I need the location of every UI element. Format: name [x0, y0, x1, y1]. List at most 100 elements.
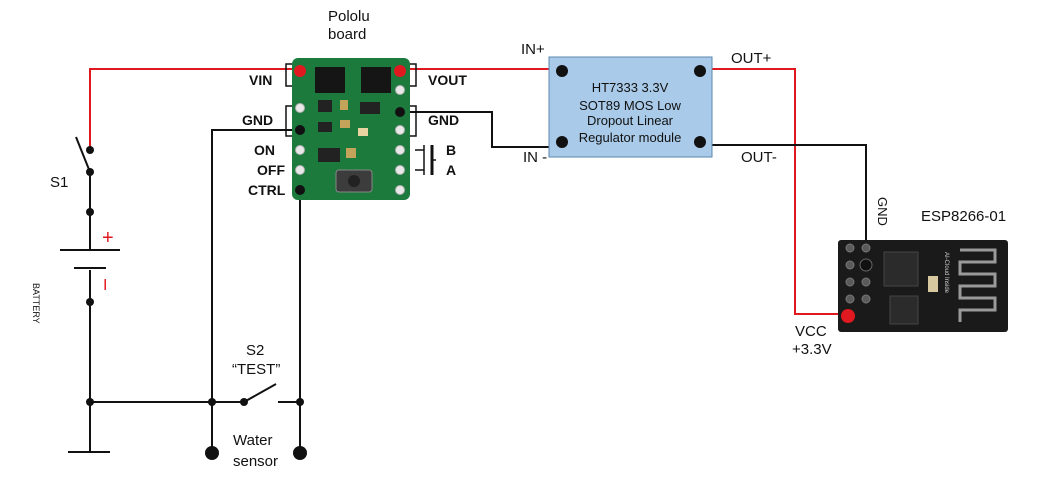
esp-crystal	[928, 276, 938, 292]
regulator-pin-out-plus	[694, 65, 706, 77]
esp-title: ESP8266-01	[921, 208, 1006, 225]
pololu-resistor	[340, 100, 348, 110]
pololu-gnd-pin-right	[395, 107, 405, 117]
pololu-bracket-gnd-left	[285, 105, 292, 137]
regulator-module: HT7333 3.3V SOT89 MOS Low Dropout Linear…	[521, 41, 777, 166]
regulator-line4: Regulator module	[579, 130, 682, 145]
regulator-out-minus-label: OUT-	[741, 149, 777, 166]
pololu-led	[358, 128, 368, 136]
pololu-pad	[295, 165, 305, 175]
pololu-gnd-pin-left	[295, 125, 305, 135]
esp-vcc-pin	[841, 309, 855, 323]
pololu-vout-pin	[394, 65, 406, 77]
pololu-pad	[395, 185, 405, 195]
regulator-pin-out-minus	[694, 136, 706, 148]
esp-vcc-label-line2: +3.3V	[792, 341, 832, 358]
regulator-line3: Dropout Linear	[587, 113, 674, 128]
regulator-in-plus-label: IN+	[521, 41, 545, 58]
s2-name: S2	[246, 342, 264, 359]
pin-label-a: A	[446, 162, 456, 178]
esp-chip-text: AI-Cloud Inside	[943, 252, 949, 294]
esp-chip-main	[883, 251, 919, 287]
regulator-pin-in-plus	[556, 65, 568, 77]
pololu-pushbutton-cap	[348, 175, 360, 187]
pololu-component	[360, 102, 380, 114]
pololu-title-line1: Pololu	[328, 8, 370, 25]
regulator-board	[548, 56, 713, 158]
esp-vcc-label-line1: VCC	[795, 323, 827, 340]
pololu-resistor	[340, 120, 350, 128]
ground-junction-left	[86, 398, 94, 406]
battery-plus-sign: +	[102, 227, 114, 249]
wire-battery-to-vin	[89, 68, 300, 150]
pin-label-ctrl: CTRL	[248, 182, 286, 198]
ground-symbol	[68, 398, 110, 453]
wire-out-minus-to-esp-gnd	[700, 144, 867, 265]
water-sensor: Water sensor	[205, 432, 307, 470]
pololu-vin-pin	[294, 65, 306, 77]
esp8266-module: ESP8266-01 GND AI-Cloud Inside VCC +3.3V	[792, 197, 1008, 358]
pololu-pad	[395, 165, 405, 175]
esp-header-pin	[861, 243, 871, 253]
pololu-ctrl-pin	[295, 185, 305, 195]
battery-junction	[86, 298, 94, 306]
regulator-line1: HT7333 3.3V	[592, 80, 669, 95]
pin-label-gnd-right: GND	[428, 112, 459, 128]
pololu-pcb	[292, 58, 410, 200]
battery-minus-sign: I	[103, 277, 107, 294]
switch-s1: S1	[50, 136, 94, 216]
pololu-component	[318, 100, 332, 112]
esp-chip-flash	[889, 295, 919, 325]
pololu-component	[318, 122, 332, 132]
s1-terminal-bottom	[86, 168, 94, 176]
pin-label-off: OFF	[257, 162, 285, 178]
esp-antenna	[958, 248, 997, 322]
sensor-probe-right	[293, 446, 307, 460]
battery-symbol: + I BATTERY	[31, 227, 120, 324]
sensor-probe-left	[205, 446, 219, 460]
pololu-title-line2: board	[328, 26, 366, 43]
pololu-pad	[395, 145, 405, 155]
pin-label-b: B	[446, 142, 456, 158]
pololu-mosfet-2	[361, 67, 391, 93]
esp-header-pin	[845, 243, 855, 253]
s1-junction	[86, 208, 94, 216]
pololu-bracket-vout	[410, 63, 417, 87]
pololu-pad	[395, 125, 405, 135]
s1-terminal-top	[86, 146, 94, 154]
pin-label-gnd-left: GND	[242, 112, 273, 128]
s2-lever	[243, 383, 277, 403]
wire-gnd-out-to-in-minus	[400, 111, 562, 148]
pin-label-vout: VOUT	[428, 72, 467, 88]
pushbutton-symbol	[415, 145, 436, 175]
regulator-out-plus-label: OUT+	[731, 50, 772, 67]
wires	[89, 68, 867, 453]
sensor-label-line1: Water	[233, 432, 272, 449]
esp-header-pin	[861, 294, 871, 304]
pin-label-vin: VIN	[249, 72, 272, 88]
s1-lever	[75, 136, 91, 173]
pin-label-on: ON	[254, 142, 275, 158]
pololu-pad	[395, 85, 405, 95]
wire-gnd-to-sensor	[211, 129, 300, 453]
s1-label: S1	[50, 174, 68, 191]
s2-junction-left	[208, 398, 216, 406]
pololu-pad	[295, 145, 305, 155]
pololu-component	[318, 148, 340, 162]
regulator-in-minus-label: IN -	[523, 149, 547, 166]
esp-header-pin	[845, 294, 855, 304]
switch-s2: S2 “TEST”	[208, 342, 304, 406]
pololu-bracket-vin	[285, 63, 292, 87]
battery-label: BATTERY	[31, 283, 41, 324]
pololu-board: Pololu board	[242, 8, 467, 200]
esp-header-pin	[861, 277, 871, 287]
esp-header-pin	[845, 260, 855, 270]
regulator-line2: SOT89 MOS Low	[579, 98, 681, 113]
regulator-pin-in-minus	[556, 136, 568, 148]
esp-gnd-label: GND	[875, 197, 890, 226]
pololu-pad	[295, 103, 305, 113]
pololu-resistor	[346, 148, 356, 158]
pololu-bracket-gnd-right	[410, 105, 417, 137]
